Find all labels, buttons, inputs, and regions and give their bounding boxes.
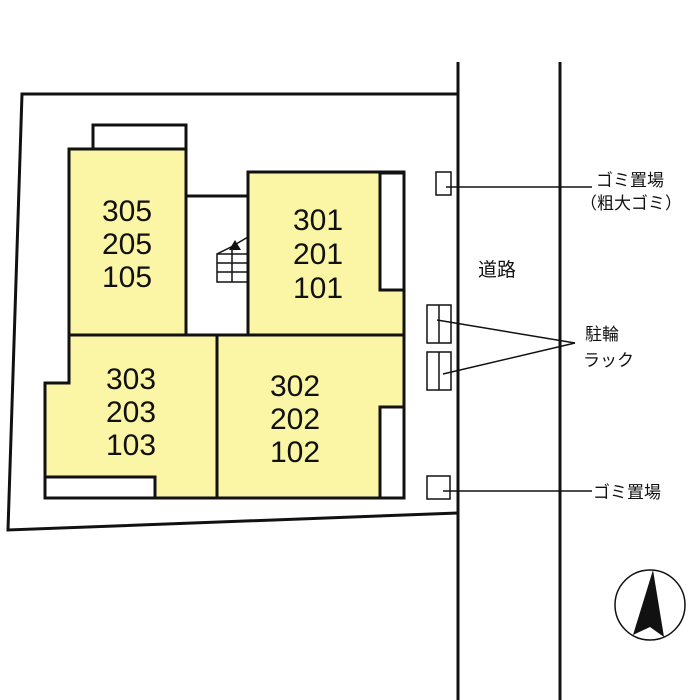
leader-line [436, 319, 576, 344]
bike-rack-label: 駐輪 [585, 325, 619, 345]
unit-number: 102 [270, 436, 320, 469]
unit-number: 303 [106, 363, 156, 396]
balcony-301 [378, 171, 406, 292]
unit-number: 305 [102, 195, 152, 228]
north-arrow-icon [614, 569, 686, 641]
garbage-station-bottom [426, 475, 451, 500]
balcony-303 [43, 475, 157, 500]
road-label: 道路 [478, 259, 516, 281]
bike-rack-label: ラック [583, 351, 634, 371]
garbage-bottom-label: ゴミ置場 [593, 482, 661, 503]
unit-number: 203 [106, 396, 156, 429]
unit-number: 302 [270, 370, 320, 403]
bike-rack [426, 304, 452, 391]
unit-number: 301 [293, 204, 343, 237]
unit-number: 101 [293, 272, 343, 305]
unit-number: 202 [270, 403, 320, 436]
unit-number: 105 [102, 261, 152, 294]
balcony-top [91, 123, 188, 151]
unit-number: 201 [293, 238, 343, 271]
garbage-top-label: ゴミ置場 [596, 170, 664, 191]
balcony-302 [378, 405, 406, 500]
garbage-top-note: （粗大ゴミ） [580, 193, 682, 214]
site-boundary [6, 92, 459, 532]
leader-line [442, 342, 576, 375]
unit-block-302 [215, 333, 406, 500]
unit-number: 205 [102, 228, 152, 261]
stairs-icon [216, 236, 249, 283]
unit-number: 103 [106, 429, 156, 462]
garbage-station-top [435, 171, 452, 196]
